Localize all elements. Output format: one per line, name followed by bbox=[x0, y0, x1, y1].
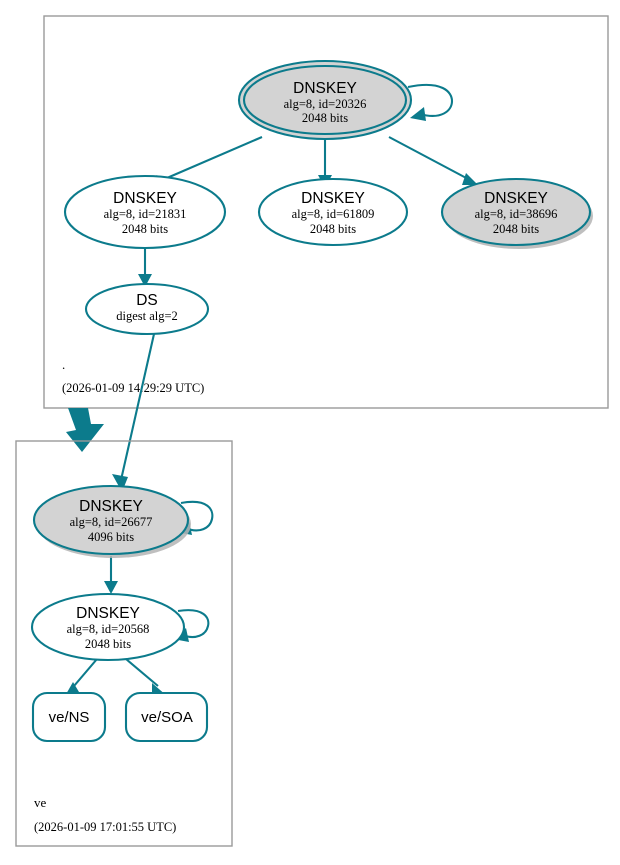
node-root-zsk-61809[interactable]: DNSKEY alg=8, id=61809 2048 bits bbox=[257, 177, 409, 247]
node-ve-ksk[interactable]: DNSKEY alg=8, id=26677 4096 bits bbox=[32, 484, 191, 558]
cluster-ve-zone: DNSKEY alg=8, id=26677 4096 bits DNSKEY … bbox=[15, 440, 233, 847]
edge-ve-ksk-to-zsk bbox=[104, 556, 118, 594]
node-root-zsk-61809-size: 2048 bits bbox=[310, 222, 356, 236]
zone-label-ve: ve bbox=[34, 795, 47, 810]
node-root-zsk-21831-size: 2048 bits bbox=[122, 222, 168, 236]
node-root-ksk[interactable]: DNSKEY alg=8, id=20326 2048 bits bbox=[237, 59, 413, 141]
node-root-zsk-38696[interactable]: DNSKEY alg=8, id=38696 2048 bits bbox=[440, 177, 593, 249]
node-root-ksk-params: alg=8, id=20326 bbox=[284, 97, 367, 111]
edge-zsk21831-to-ds bbox=[138, 248, 152, 287]
cluster-ve-border bbox=[15, 440, 233, 847]
node-ve-soa-label: ve/SOA bbox=[141, 709, 193, 726]
edge-ve-zsk-to-soa bbox=[125, 658, 167, 696]
edge-ksk-to-zsk38696 bbox=[388, 136, 478, 185]
node-ve-ksk-size: 4096 bits bbox=[88, 530, 134, 544]
node-root-zsk-61809-params: alg=8, id=61809 bbox=[292, 207, 375, 221]
node-ve-ksk-title: DNSKEY bbox=[79, 498, 143, 515]
node-root-zsk-21831-params: alg=8, id=21831 bbox=[104, 207, 187, 221]
cluster-root-border bbox=[43, 15, 609, 409]
node-root-zsk-38696-params: alg=8, id=38696 bbox=[475, 207, 558, 221]
node-root-zsk-61809-title: DNSKEY bbox=[301, 190, 365, 207]
edge-ve-zsk-to-ns bbox=[65, 658, 98, 696]
node-ve-zsk-size: 2048 bits bbox=[85, 637, 131, 651]
node-root-ksk-title: DNSKEY bbox=[293, 80, 357, 97]
edge-ds-to-ve-ksk bbox=[112, 333, 156, 492]
node-ve-ns-label: ve/NS bbox=[49, 709, 90, 726]
delegation-arrow-root-to-ve bbox=[66, 408, 104, 452]
zone-label-root: . bbox=[62, 357, 65, 372]
node-root-zsk-38696-size: 2048 bits bbox=[493, 222, 539, 236]
node-ve-zsk[interactable]: DNSKEY alg=8, id=20568 2048 bits bbox=[30, 592, 186, 662]
zone-timestamp-ve: (2026-01-09 17:01:55 UTC) bbox=[34, 820, 176, 834]
node-root-zsk-21831-title: DNSKEY bbox=[113, 190, 177, 207]
node-root-ksk-size: 2048 bits bbox=[302, 111, 348, 125]
node-ve-ns[interactable]: ve/NS bbox=[31, 691, 107, 743]
node-ve-ksk-params: alg=8, id=26677 bbox=[70, 515, 153, 529]
node-ds[interactable]: DS digest alg=2 bbox=[84, 282, 210, 336]
node-ve-zsk-params: alg=8, id=20568 bbox=[67, 622, 150, 636]
node-ds-title: DS bbox=[136, 292, 158, 309]
cluster-root-zone: DNSKEY alg=8, id=20326 2048 bits DNSKEY … bbox=[43, 15, 609, 409]
node-root-zsk-21831[interactable]: DNSKEY alg=8, id=21831 2048 bits bbox=[63, 174, 227, 250]
node-root-zsk-38696-title: DNSKEY bbox=[484, 190, 548, 207]
edge-ksk-self-sign bbox=[407, 83, 454, 121]
node-ds-params: digest alg=2 bbox=[116, 309, 178, 323]
zone-timestamp-root: (2026-01-09 14:29:29 UTC) bbox=[62, 381, 204, 395]
node-ve-soa[interactable]: ve/SOA bbox=[124, 691, 209, 743]
node-ve-zsk-title: DNSKEY bbox=[76, 605, 140, 622]
